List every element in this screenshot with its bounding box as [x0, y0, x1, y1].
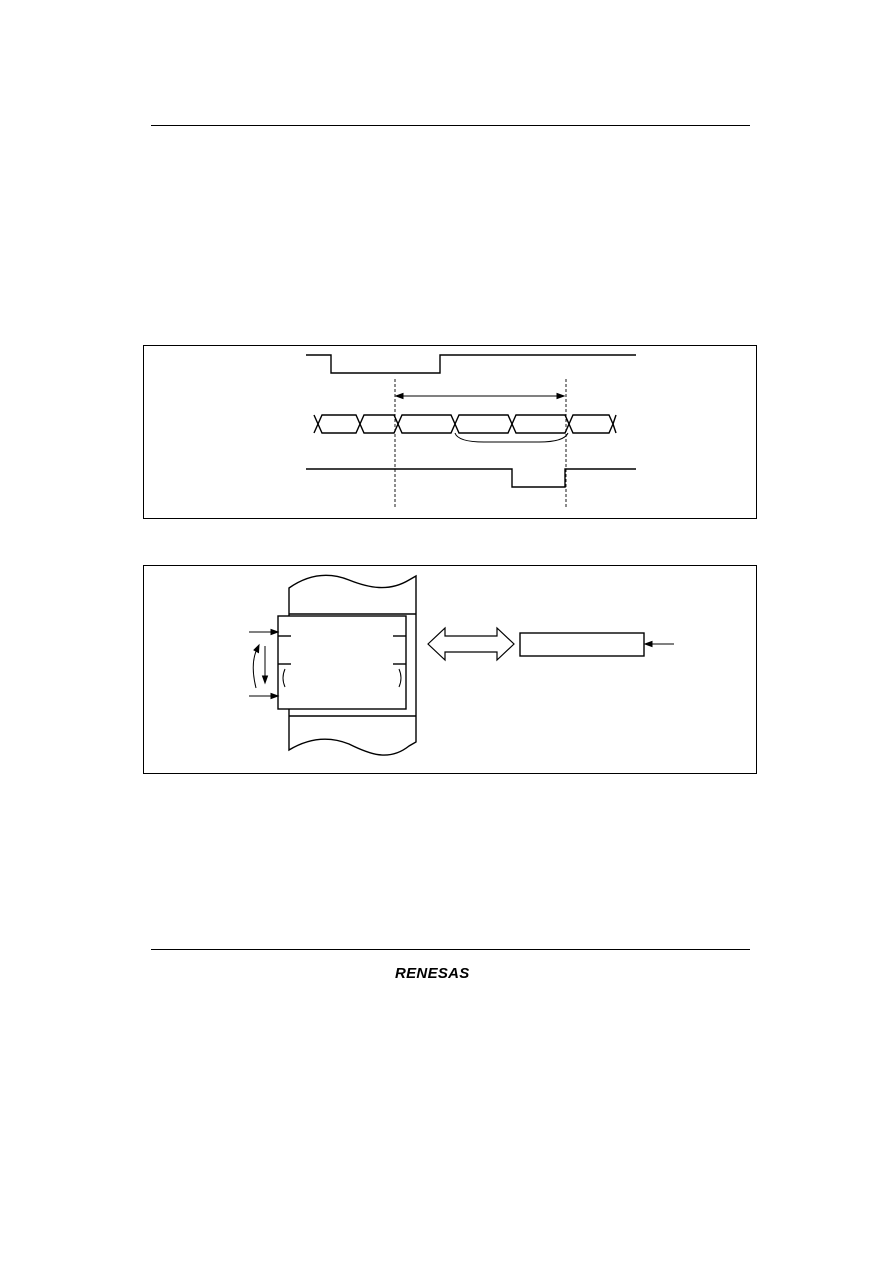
renesas-logo: RENESAS	[395, 965, 507, 985]
register-block	[519, 632, 645, 657]
bus-brace	[454, 432, 569, 443]
curved-up-arrow	[252, 648, 258, 689]
bidirectional-arrow	[427, 626, 515, 662]
memory-map-top-wave	[288, 574, 417, 611]
block-diagram-svg	[249, 574, 674, 756]
register-window	[277, 615, 407, 710]
ack-signal	[306, 468, 636, 488]
footer-rule	[151, 949, 750, 950]
timing-diagram-figure	[143, 345, 757, 519]
block-diagram-figure	[143, 565, 757, 774]
strobe-signal	[306, 354, 636, 374]
header-rule	[151, 125, 750, 126]
memory-map-bottom-wave	[288, 716, 417, 756]
data-bus-signal	[313, 414, 617, 434]
timing-diagram-svg	[306, 354, 636, 508]
logo-text: RENESAS	[395, 965, 470, 982]
